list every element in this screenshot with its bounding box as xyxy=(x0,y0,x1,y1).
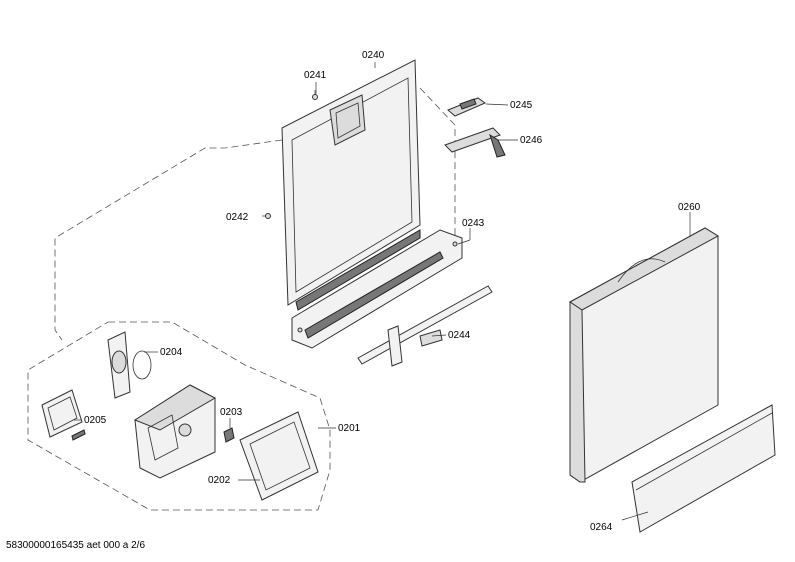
label-0245: 0245 xyxy=(510,100,533,111)
outer-door-panel-0260 xyxy=(569,227,719,483)
label-0264: 0264 xyxy=(590,522,613,533)
clip-0203 xyxy=(223,427,235,443)
label-0242: 0242 xyxy=(226,212,249,223)
label-0240: 0240 xyxy=(362,50,385,61)
inner-door-frame xyxy=(281,59,421,311)
rinse-aid-plate-0205 xyxy=(41,389,86,441)
hinge-bracket-0245 xyxy=(447,97,487,117)
label-0244: 0244 xyxy=(448,330,471,341)
screw-0241 xyxy=(312,90,318,100)
label-0204: 0204 xyxy=(160,347,183,358)
door-group-dashed-outline xyxy=(54,87,456,341)
dispenser-cover-0204 xyxy=(107,331,152,399)
leader-lines xyxy=(74,62,691,521)
label-0205: 0205 xyxy=(84,415,107,426)
control-group-dashed-outline xyxy=(27,321,331,511)
label-0243: 0243 xyxy=(462,218,485,229)
label-0246: 0246 xyxy=(520,135,543,146)
label-0202: 0202 xyxy=(208,475,231,486)
hinge-bracket-0246 xyxy=(444,127,506,158)
label-0201: 0201 xyxy=(338,423,361,434)
door-rail-0243 xyxy=(291,229,463,349)
label-0203: 0203 xyxy=(220,407,243,418)
drawing-reference-number: 58300000165435 aet 000 a 2/6 xyxy=(6,540,146,551)
detergent-dispenser-0201 xyxy=(133,384,217,479)
gasket-frame-0202 xyxy=(239,411,319,501)
label-0260: 0260 xyxy=(678,202,701,213)
crossbar-0244 xyxy=(357,285,493,367)
label-0241: 0241 xyxy=(304,70,327,81)
screw-0242 xyxy=(265,213,271,219)
